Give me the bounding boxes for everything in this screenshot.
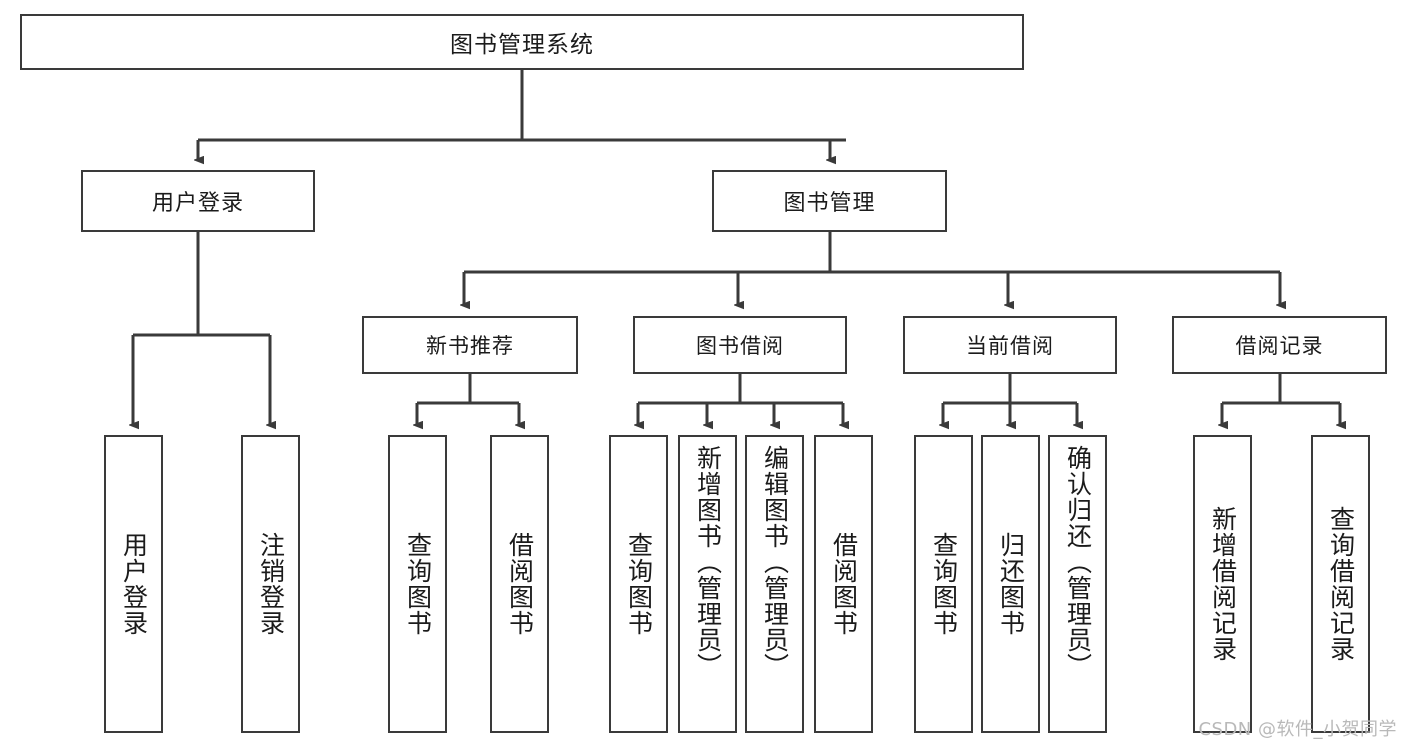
leaf-label: 借阅图书 (505, 532, 535, 636)
node-book-borrow[interactable]: 图书借阅 (633, 316, 847, 374)
leaf-borrow-book-newbook[interactable]: 借阅图书 (490, 435, 549, 733)
node-label: 用户登录 (151, 191, 244, 216)
node-new-book-recommend[interactable]: 新书推荐 (362, 316, 578, 374)
node-borrow-record[interactable]: 借阅记录 (1172, 316, 1387, 374)
leaf-return-book[interactable]: 归还图书 (981, 435, 1040, 733)
leaf-query-book-borrow[interactable]: 查询图书 (609, 435, 668, 733)
leaf-add-borrow-record[interactable]: 新增借阅记录 (1193, 435, 1252, 733)
node-label: 图书管理 (783, 191, 876, 216)
node-label: 图书借阅 (696, 334, 784, 358)
leaf-label: 查询图书 (624, 532, 654, 636)
node-label: 图书管理系统 (450, 32, 594, 58)
node-book-manage[interactable]: 图书管理 (712, 170, 947, 232)
leaf-label: 用户登录 (119, 532, 149, 636)
leaf-user-login[interactable]: 用户登录 (104, 435, 163, 733)
leaf-borrow-book-borrow[interactable]: 借阅图书 (814, 435, 873, 733)
node-root-system[interactable]: 图书管理系统 (20, 14, 1024, 70)
edges-userlogin-to-leaves (133, 232, 270, 425)
node-current-borrow[interactable]: 当前借阅 (903, 316, 1117, 374)
node-label: 新书推荐 (426, 334, 514, 358)
leaf-label: 编辑图书（管理员） (760, 445, 790, 679)
leaf-add-book-admin[interactable]: 新增图书（管理员） (678, 435, 737, 733)
leaf-query-book-current[interactable]: 查询图书 (914, 435, 973, 733)
edges-bookmanage-to-level3 (464, 232, 1280, 305)
leaf-label: 新增借阅记录 (1208, 506, 1238, 662)
leaf-label: 注销登录 (256, 532, 286, 636)
leaf-query-borrow-record[interactable]: 查询借阅记录 (1311, 435, 1370, 733)
leaf-label: 借阅图书 (829, 532, 859, 636)
edges-root-to-level2 (198, 70, 846, 160)
leaf-label: 查询图书 (403, 532, 433, 636)
watermark-text: CSDN @软件_小贺同学 (1198, 719, 1397, 740)
leaf-query-book-newbook[interactable]: 查询图书 (388, 435, 447, 733)
leaf-label: 查询图书 (929, 532, 959, 636)
leaf-label: 归还图书 (996, 532, 1026, 636)
edges-currentborrow-to-leaves (943, 374, 1077, 425)
edges-bookborrow-to-leaves (638, 374, 843, 425)
node-label: 借阅记录 (1235, 334, 1324, 358)
leaf-logout-login[interactable]: 注销登录 (241, 435, 300, 733)
node-user-login[interactable]: 用户登录 (81, 170, 315, 232)
leaf-confirm-return-admin[interactable]: 确认归还（管理员） (1048, 435, 1107, 733)
leaf-edit-book-admin[interactable]: 编辑图书（管理员） (745, 435, 804, 733)
edges-borrowrecord-to-leaves (1222, 374, 1340, 425)
leaf-label: 新增图书（管理员） (693, 445, 723, 679)
leaf-label: 查询借阅记录 (1326, 506, 1356, 662)
node-label: 当前借阅 (966, 334, 1054, 358)
edges-newbook-to-leaves (417, 374, 519, 425)
leaf-label: 确认归还（管理员） (1063, 445, 1093, 679)
